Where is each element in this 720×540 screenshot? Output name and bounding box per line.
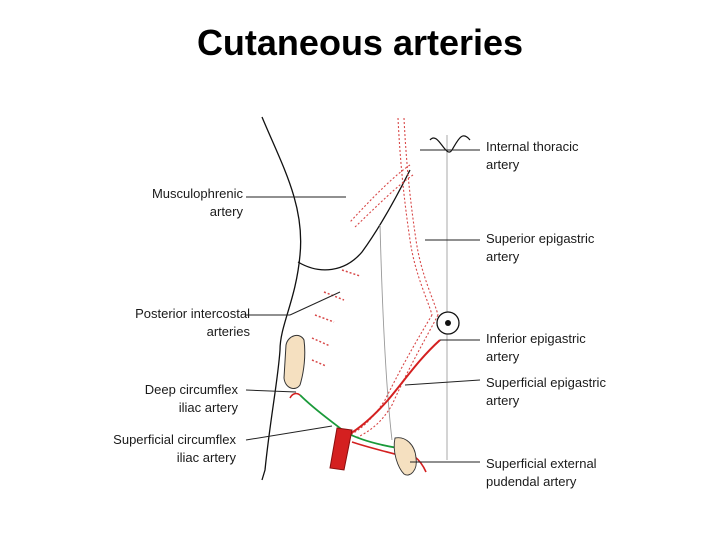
label-superficial-external-pudendal-line1: Superficial external — [486, 456, 597, 471]
label-internal-thoracic-line1: Internal thoracic — [486, 139, 579, 154]
label-musculophrenic-line2: artery — [210, 204, 244, 219]
label-superficial-circumflex-line1: Superficial circumflex — [113, 432, 236, 447]
label-superficial-circumflex-line2: iliac artery — [177, 450, 237, 465]
label-posterior-intercostal: Posterior intercostal arteries — [135, 306, 250, 339]
body-outline — [261, 116, 471, 481]
posterior-intercostal-dashes — [311, 269, 361, 367]
label-superior-epigastric-line1: Superior epigastric — [486, 231, 595, 246]
umbilicus — [436, 311, 460, 335]
label-superficial-external-pudendal: Superficial external pudendal artery — [486, 456, 597, 489]
label-deep-circumflex-line2: iliac artery — [179, 400, 239, 415]
label-superficial-epigastric: Superficial epigastric artery — [486, 375, 606, 408]
slide-title: Cutaneous arteries — [196, 22, 524, 63]
label-posterior-intercostal-line1: Posterior intercostal — [135, 306, 250, 321]
label-superficial-epigastric-line1: Superficial epigastric — [486, 375, 606, 390]
label-inferior-epigastric-line1: Inferior epigastric — [486, 331, 586, 346]
femoral-artery — [329, 427, 353, 471]
internal-thoracic-superior-epigastric-dotted — [349, 117, 439, 439]
label-inferior-epigastric: Inferior epigastric artery — [486, 331, 586, 364]
label-deep-circumflex: Deep circumflex iliac artery — [145, 382, 239, 415]
label-superior-epigastric: Superior epigastric artery — [486, 231, 595, 264]
label-superficial-epigastric-line2: artery — [486, 393, 520, 408]
iliac-crest-shape — [283, 334, 306, 389]
label-posterior-intercostal-line2: arteries — [207, 324, 251, 339]
label-superficial-circumflex: Superficial circumflex iliac artery — [113, 432, 236, 465]
label-musculophrenic: Musculophrenic artery — [152, 186, 244, 219]
inferior-epigastric-artery — [347, 339, 441, 436]
label-internal-thoracic: Internal thoracic artery — [486, 139, 579, 172]
label-inferior-epigastric-line2: artery — [486, 349, 520, 364]
label-superficial-external-pudendal-line2: pudendal artery — [486, 474, 577, 489]
label-musculophrenic-line1: Musculophrenic — [152, 186, 244, 201]
label-superior-epigastric-line2: artery — [486, 249, 520, 264]
pudendal-bone-shape — [393, 437, 417, 476]
superficial-circumflex-branch — [289, 392, 301, 399]
label-deep-circumflex-line1: Deep circumflex — [145, 382, 239, 397]
leader-lines — [245, 149, 481, 463]
label-internal-thoracic-line2: artery — [486, 157, 520, 172]
